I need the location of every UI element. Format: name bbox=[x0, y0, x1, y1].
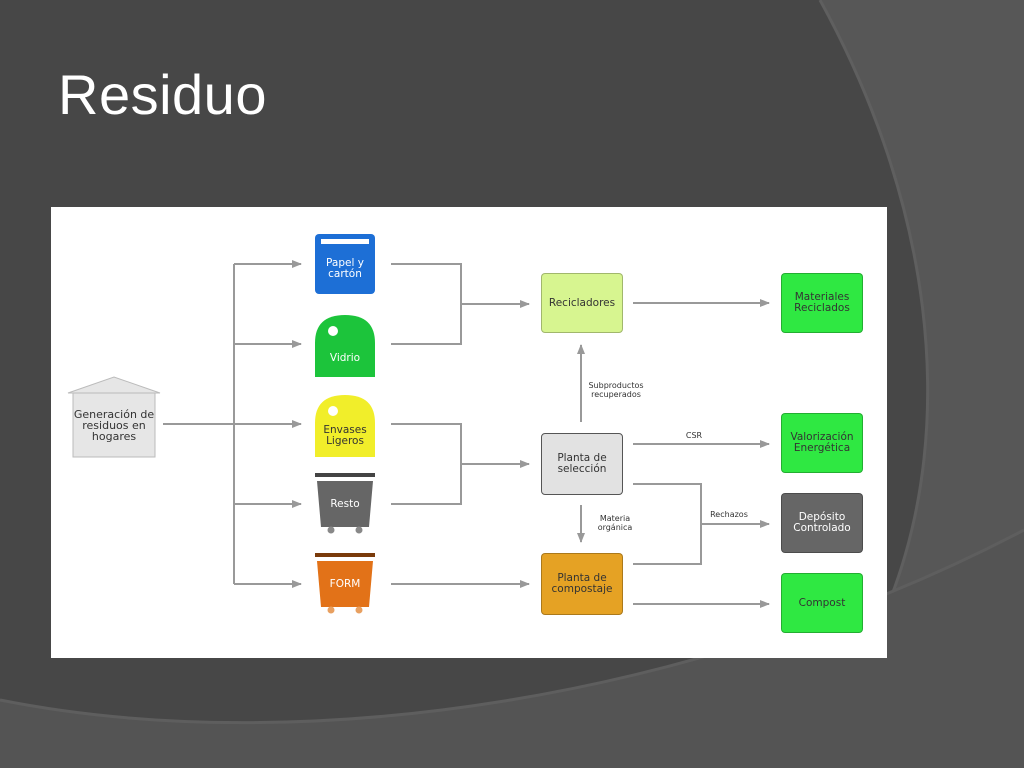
bin-glass-label: Vidrio bbox=[329, 351, 361, 364]
bin-rest-shape bbox=[315, 473, 375, 534]
node-energy-recovery: Valorización Energética bbox=[781, 413, 863, 473]
edge-label-csr: CSR bbox=[685, 431, 703, 440]
source-house bbox=[67, 376, 161, 458]
bin-packaging-shape bbox=[315, 395, 375, 457]
edge-label-rejects: Rechazos bbox=[710, 510, 748, 519]
edge-label-byproducts: Subproductos recuperados bbox=[588, 381, 644, 399]
diagram-panel: Generación de residuos en hogares Papel … bbox=[51, 207, 887, 658]
arrow-bins-to-recyclers bbox=[391, 263, 529, 345]
arrow-rejects-to-landfill bbox=[633, 483, 769, 565]
bin-paper-label: Papel y cartón bbox=[326, 257, 364, 280]
edge-label-organic: Materia orgánica bbox=[597, 514, 633, 532]
node-controlled-landfill: Depósito Controlado bbox=[781, 493, 863, 553]
bin-form-shape bbox=[315, 553, 375, 614]
bin-rest-label: Resto bbox=[330, 497, 360, 510]
node-sorting-plant: Planta de selección bbox=[541, 433, 623, 495]
node-recyclers: Recicladores bbox=[541, 273, 623, 333]
flow-diagram bbox=[67, 234, 887, 614]
background-arc-bottom bbox=[0, 530, 1024, 768]
node-recycled-materials: Materiales Reciclados bbox=[781, 273, 863, 333]
bin-packaging-label: Envases Ligeros bbox=[323, 424, 367, 447]
slide-title: Residuo bbox=[58, 63, 267, 126]
bin-glass-shape bbox=[315, 315, 375, 377]
arrows-source-to-bins bbox=[163, 260, 302, 588]
arrow-bins-to-sorting bbox=[391, 423, 529, 505]
node-composting-plant: Planta de compostaje bbox=[541, 553, 623, 615]
background-arc-line bbox=[818, 0, 930, 601]
source-label: Generación de residuos en hogares bbox=[73, 407, 155, 443]
bin-paper-shape bbox=[315, 234, 375, 294]
bin-form-label: FORM bbox=[329, 577, 361, 590]
node-compost: Compost bbox=[781, 573, 863, 633]
